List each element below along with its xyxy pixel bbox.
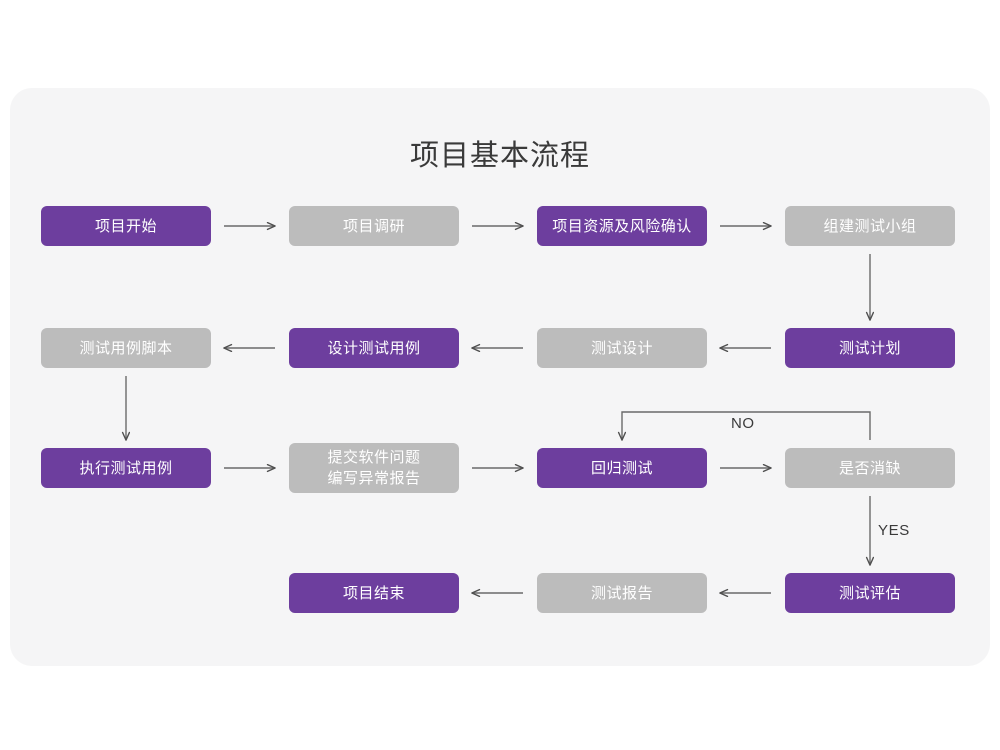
flow-node-n6[interactable]: 设计测试用例 [289,328,459,368]
flow-node-n4[interactable]: 组建测试小组 [785,206,955,246]
flow-node-n7[interactable]: 测试设计 [537,328,707,368]
flow-node-n14[interactable]: 测试报告 [537,573,707,613]
flow-node-n11[interactable]: 回归测试 [537,448,707,488]
flowchart-card [10,88,990,666]
flow-node-n9[interactable]: 执行测试用例 [41,448,211,488]
flow-node-n3[interactable]: 项目资源及风险确认 [537,206,707,246]
page-title: 项目基本流程 [409,140,590,172]
flow-node-n2[interactable]: 项目调研 [289,206,459,246]
edge-label-no: NO [731,415,755,432]
flow-node-n1[interactable]: 项目开始 [41,206,211,246]
edge-label-yes: YES [878,522,910,539]
flow-node-n10[interactable]: 提交软件问题 编写异常报告 [289,443,459,493]
flow-node-n5[interactable]: 测试用例脚本 [41,328,211,368]
flow-node-n13[interactable]: 项目结束 [289,573,459,613]
flow-node-n8[interactable]: 测试计划 [785,328,955,368]
flow-node-n12[interactable]: 是否消缺 [785,448,955,488]
flow-node-n15[interactable]: 测试评估 [785,573,955,613]
